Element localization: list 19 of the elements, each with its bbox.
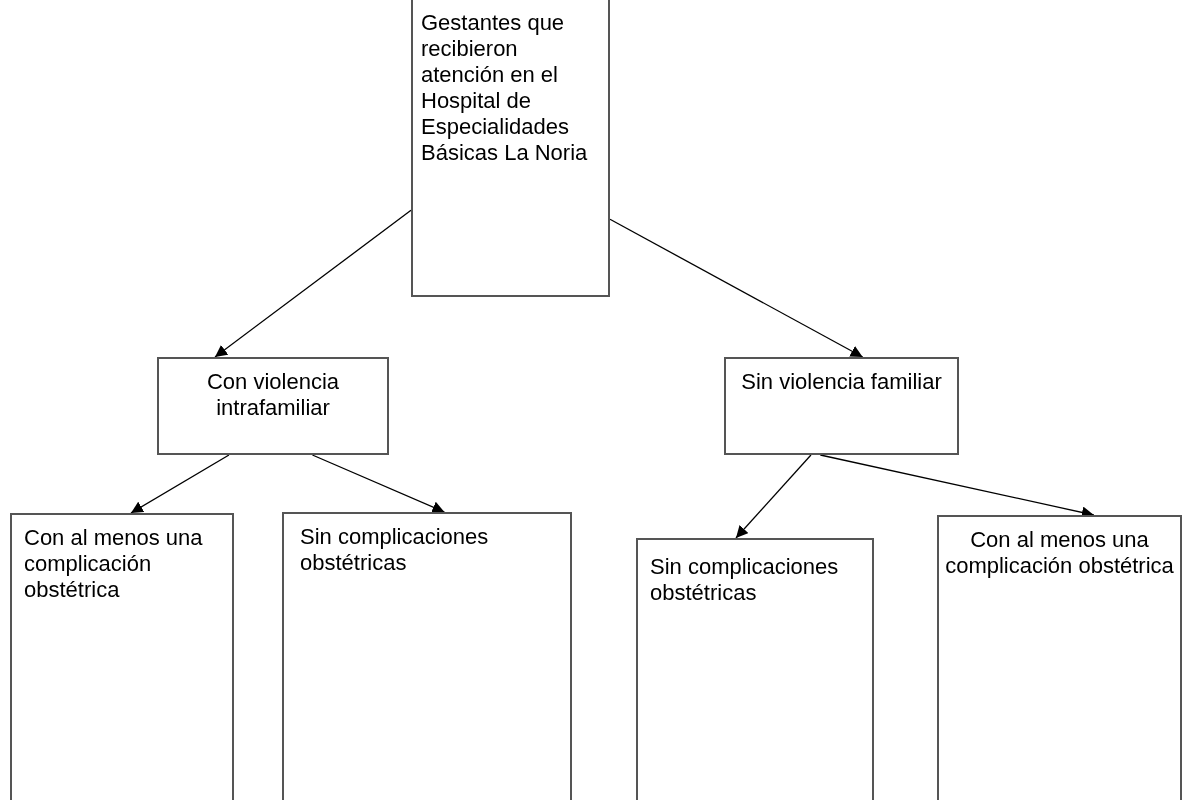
process-box (937, 515, 1182, 800)
arrow (311, 454, 446, 513)
process-box (157, 357, 389, 455)
arrow (130, 454, 230, 514)
box-label: Sin complicaciones obstétricas (650, 554, 840, 606)
process-box (411, 0, 610, 297)
box-label: Sin complicaciones obstétricas (300, 524, 490, 576)
box-label: Con al menos una complicación obstétrica (24, 525, 204, 603)
arrow (735, 454, 812, 539)
process-box (10, 513, 234, 800)
process-box (724, 357, 959, 455)
box-label: Con al menos una complicación obstétrica (945, 527, 1174, 579)
box-label: Con violencia intrafamiliar (205, 369, 341, 421)
process-box (282, 512, 572, 800)
arrow (609, 218, 864, 358)
arrow (214, 209, 412, 358)
process-box (636, 538, 874, 800)
box-label: Gestantes que recibieron atención en el Hospital de Especialidades Básicas La Noria (421, 10, 589, 166)
box-label: Sin violencia familiar (740, 369, 943, 395)
